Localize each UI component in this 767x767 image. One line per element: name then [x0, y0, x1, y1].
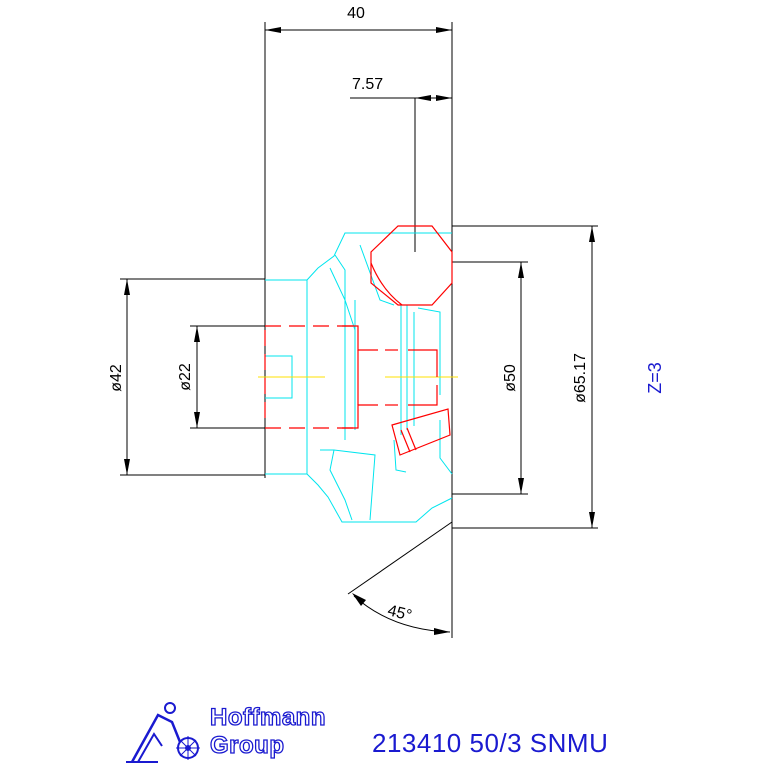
brand-name-line2: Group [209, 731, 285, 759]
cutting-insert [370, 225, 453, 306]
dim-7-57-label: 7.57 [352, 76, 383, 93]
dim-d65-label: ø65.17 [572, 353, 589, 403]
dimension-40: 40 [264, 5, 453, 638]
brand-name-line1: Hoffmann [209, 703, 326, 731]
dim-d42-label: ø42 [108, 364, 125, 392]
wiper-insert [391, 408, 451, 456]
dimension-d65: ø65.17 [452, 225, 598, 529]
dimension-d42: ø42 [108, 278, 265, 476]
dimension-d22: ø22 [177, 325, 265, 429]
dimension-angle-45: 45° [347, 521, 453, 635]
dim-40-label: 40 [347, 5, 365, 22]
product-code: 213410 50/3 SNMU [372, 728, 609, 758]
dim-d22-label: ø22 [177, 363, 194, 391]
teeth-count-label: Z=3 [645, 362, 665, 394]
logo-mark [126, 702, 200, 763]
hoffmann-group-logo: Hoffmann Group [118, 690, 358, 765]
dim-d50-label: ø50 [502, 364, 519, 392]
dimension-d50: ø50 [452, 261, 528, 495]
dim-angle-label: 45° [386, 602, 414, 624]
insert-seat [264, 325, 438, 429]
